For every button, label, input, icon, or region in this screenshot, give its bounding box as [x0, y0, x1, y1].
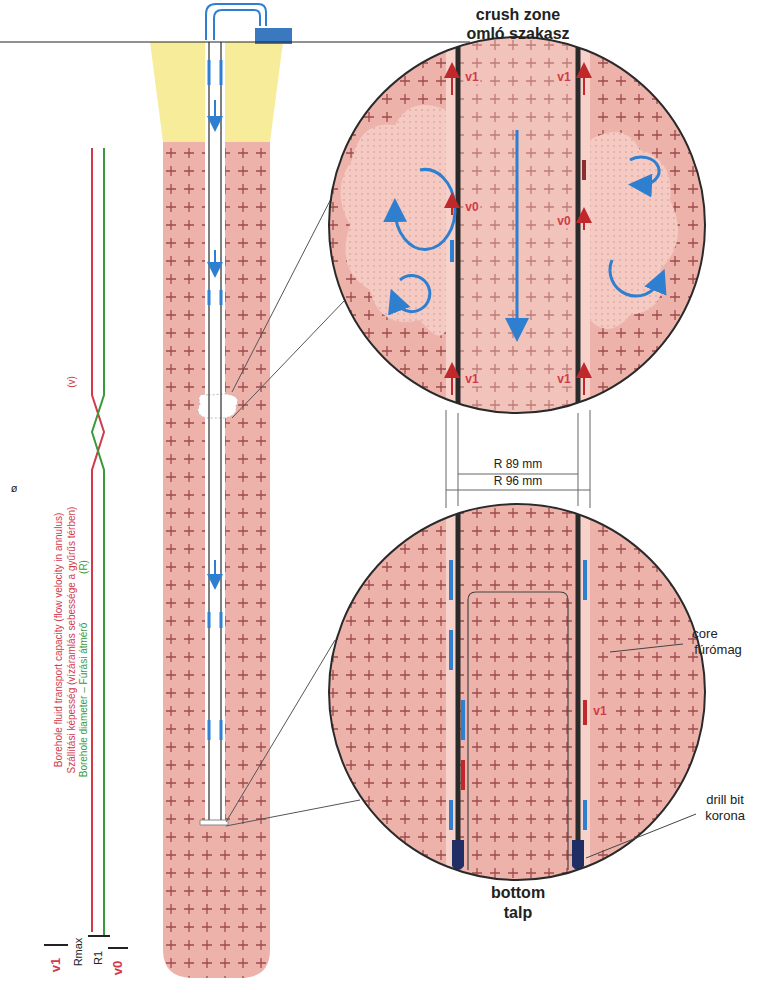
- axis-label: (R): [78, 560, 89, 574]
- axis-label: Borehole fluid transport capacity (flow …: [53, 513, 64, 768]
- velocity-symbol: v0: [463, 201, 480, 214]
- part-name: fúrómag: [694, 643, 742, 657]
- scale-symbol: v0: [111, 961, 125, 975]
- velocity-symbol: v1: [463, 71, 480, 84]
- circle-heading: talp: [504, 904, 532, 922]
- velocity-symbol: v1: [555, 71, 572, 84]
- velocity-symbol: v0: [555, 215, 572, 228]
- axis-label: Szállítási képesség (vízáramlás sebesség…: [66, 507, 77, 774]
- axis-label: Borehole diameter – Fúrási átmérő: [78, 623, 89, 778]
- diameter-symbol: ø: [11, 482, 18, 494]
- scale-symbol: R1: [92, 951, 104, 965]
- axis-label: (v): [66, 376, 77, 388]
- part-name: core: [692, 627, 717, 641]
- scale-symbol: v1: [49, 958, 63, 972]
- part-name: korona: [705, 809, 745, 823]
- circle-heading: omló szakasz: [466, 25, 569, 43]
- dimension: R 89 mm: [492, 458, 545, 471]
- part-name: drill bit: [706, 793, 744, 807]
- dimension: R 96 mm: [492, 475, 545, 488]
- circle-heading: crush zone: [476, 6, 560, 24]
- scale-symbol: Rmax: [72, 938, 84, 967]
- velocity-symbol: v1: [591, 705, 608, 718]
- velocity-symbol: v1: [555, 373, 572, 386]
- circle-heading: bottom: [491, 884, 545, 902]
- velocity-symbol: v1: [463, 373, 480, 386]
